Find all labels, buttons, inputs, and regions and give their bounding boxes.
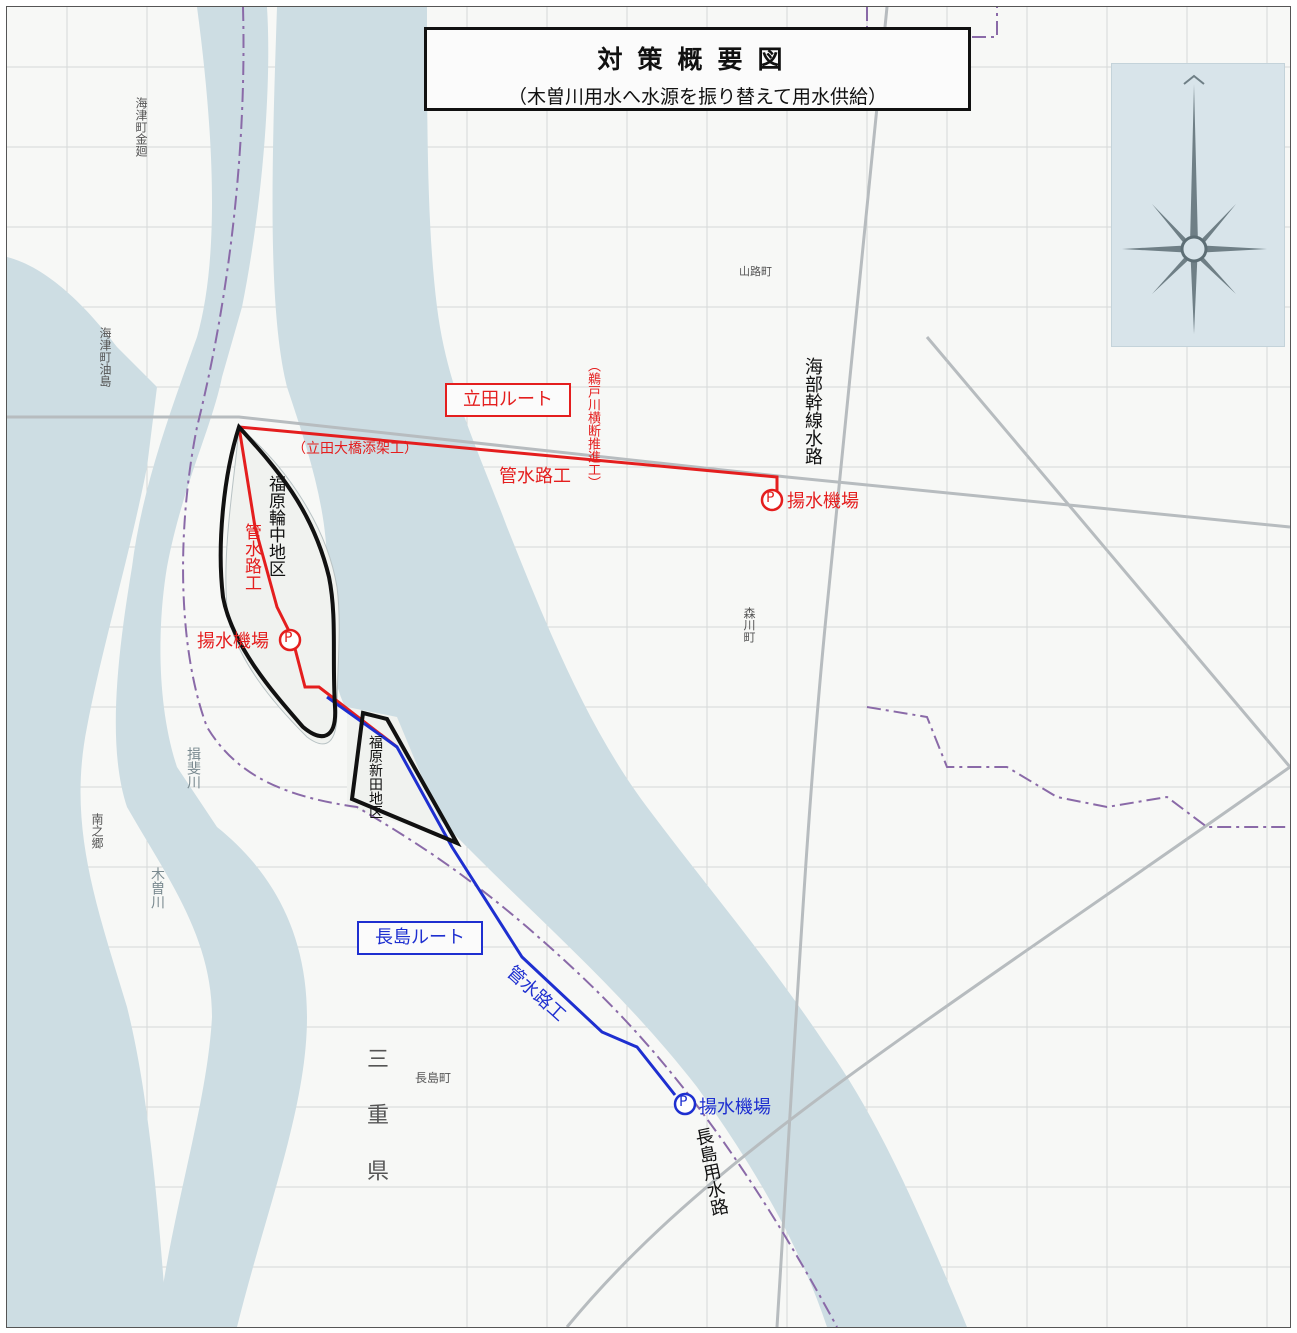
kaifu-canal-label: 海部幹線水路 [802, 357, 823, 465]
kaizu-abu-label: 海津町油島 [98, 327, 112, 387]
map-title-box: 対策概要図 （木曽川用水へ水源を振り替えて用水供給） [424, 27, 971, 111]
fukuhara-shinden-outline [349, 710, 462, 848]
minami-nagashima-label: 南之郷 [90, 813, 104, 849]
fukuhara-wajyu-label: 福原輪中地区 [265, 475, 285, 577]
tatsuta-route-name: 立田ルート [463, 389, 553, 410]
fukuhara-wajyu-outline [218, 423, 338, 739]
tatsuta-crossing-note: （鵜戸川横断推進工） [585, 359, 600, 489]
roads [7, 7, 1290, 1327]
nagashima-route-name: 長島ルート [375, 927, 465, 948]
map-title: 対策概要図 [597, 45, 798, 74]
tatsuta-bridge-note: （立田大橋添架工） [292, 441, 418, 457]
map-subtitle: （木曽川用水へ水源を振り替えて用水供給） [507, 86, 888, 108]
compass-rose-panel [1111, 63, 1285, 347]
nagashima-route-box: 長島ルート [357, 921, 483, 955]
kiso-river-label: 木曽川 [149, 867, 165, 909]
river-kiso [272, 7, 968, 1327]
pump-nagashima-symbol [673, 1092, 697, 1116]
map-frame: P P P 対策概要図 （木曽川用水へ水源を振り替えて用水供給） 立田ルート [6, 6, 1291, 1328]
tatsuta-pump-east-label: 揚水機場 [787, 491, 859, 512]
mie-ken-label: 三重県 [363, 1047, 388, 1215]
pump-east-p: P [766, 490, 775, 506]
tatsuta-pump-west-label: 揚水機場 [197, 631, 269, 652]
river-west-channel [115, 7, 307, 1327]
river-west [7, 257, 167, 1327]
map-canvas [7, 7, 1290, 1327]
pump-west-p: P [284, 630, 293, 646]
pump-nagashima-p: P [679, 1094, 688, 1110]
nagashima-pump-label: 揚水機場 [699, 1097, 771, 1118]
ibi-river-label: 揖斐川 [185, 747, 201, 789]
nagashima-route-line [326, 695, 677, 1096]
pump-east-symbol [760, 488, 784, 512]
tatsuta-pipe-label: 管水路工 [499, 466, 571, 487]
compass-rose-icon [1122, 74, 1267, 334]
pump-west-symbol [278, 628, 302, 652]
tatsuta-pipe-label-vertical: 管水路工 [241, 523, 261, 591]
yamajicho-label: 山路町 [739, 265, 772, 278]
morikawacho-label: 森川町 [742, 607, 756, 643]
fukuhara-shinden-land [347, 707, 447, 837]
fukuhara-shinden-label: 福原新田地区 [367, 735, 383, 819]
nagashimacho-label: 長島町 [415, 1071, 452, 1085]
kaizu-town-label: 海津町金廻 [134, 97, 148, 157]
tatsuta-route-box: 立田ルート [445, 383, 571, 417]
